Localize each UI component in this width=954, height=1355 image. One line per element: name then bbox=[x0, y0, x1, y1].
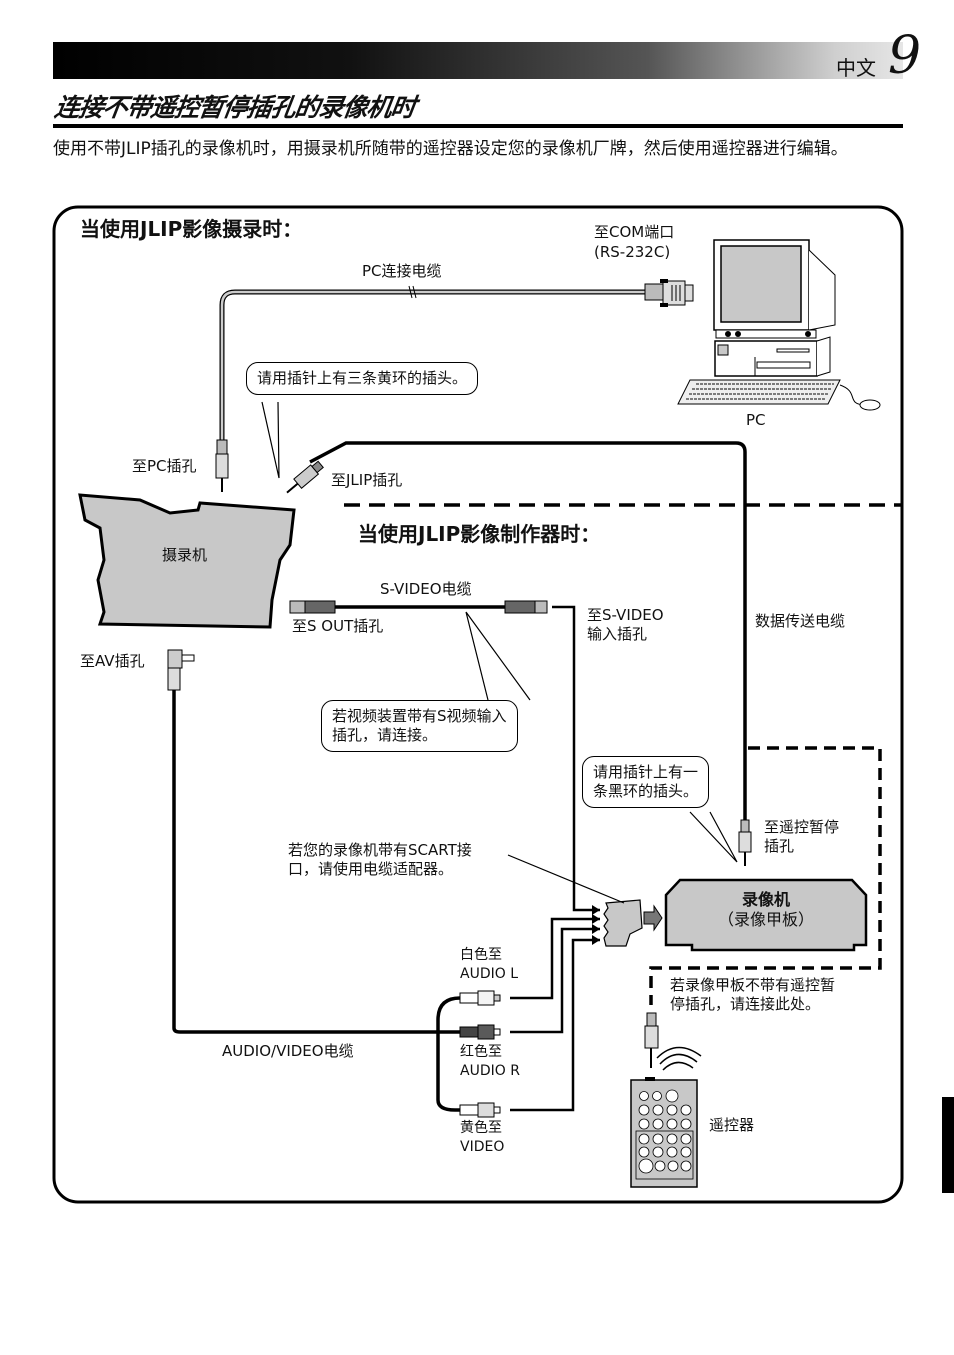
yellow-plug-label-1: 黄色至 bbox=[460, 1120, 502, 1136]
av-cable bbox=[172, 690, 460, 1034]
header-bar bbox=[53, 42, 903, 79]
remote-label: 遥控器 bbox=[709, 1116, 755, 1134]
language-label: 中文 bbox=[836, 56, 876, 80]
rca-plug-yellow-icon bbox=[459, 1102, 501, 1118]
pc-jack-label: 至PC插孔 bbox=[132, 457, 197, 475]
section-title-video-producer: 当使用JLIP影像制作器时： bbox=[358, 522, 601, 546]
data-cable-label: 数据传送电缆 bbox=[755, 612, 846, 630]
remote-pause-label-2: 插孔 bbox=[764, 837, 795, 855]
scart-note-1: 若您的录像机带有SCART接 bbox=[288, 841, 472, 859]
arrow-to-vcr-icon bbox=[643, 904, 663, 932]
jlip-plug-icon bbox=[286, 460, 324, 494]
remote-dashed-path bbox=[649, 746, 882, 1005]
com-port-label: 至COM端口 bbox=[594, 223, 675, 241]
callout-svideo: 若视频装置带有S视频输入 插孔，请连接。 bbox=[321, 700, 518, 752]
no-pause-note-1: 若录像甲板不带有遥控暂 bbox=[670, 976, 836, 994]
av-jack-label: 至AV插孔 bbox=[80, 652, 145, 670]
section-title-video-capture: 当使用JLIP影像摄录时： bbox=[80, 217, 303, 241]
white-plug-label-1: 白色至 bbox=[460, 947, 502, 963]
camcorder-label: 摄录机 bbox=[162, 546, 208, 564]
av-cable-label: AUDIO/VIDEO电缆 bbox=[222, 1042, 354, 1060]
red-plug-label-2: AUDIO R bbox=[460, 1063, 520, 1079]
intro-paragraph: 使用不带JLIP插孔的录像机时，用摄录机所随带的遥控器设定您的录像机厂牌，然后使… bbox=[53, 139, 848, 159]
yellow-plug-label-2: VIDEO bbox=[460, 1139, 505, 1155]
s-out-jack-label: 至S OUT插孔 bbox=[292, 617, 384, 635]
chapter-tab-marker bbox=[942, 1097, 954, 1193]
diagram-frame bbox=[52, 205, 904, 1204]
svideo-in-label-2: 输入插孔 bbox=[587, 625, 648, 643]
jlip-jack-label: 至JLIP插孔 bbox=[331, 471, 403, 489]
title-rule bbox=[53, 124, 903, 128]
remote-control-icon bbox=[630, 1077, 698, 1188]
vcr-title: 录像机 bbox=[741, 890, 790, 909]
white-plug-label-2: AUDIO L bbox=[460, 966, 519, 982]
remote-pause-label-1: 至遥控暂停 bbox=[764, 818, 840, 836]
callout-three-rings: 请用插针上有三条黄环的插头。 bbox=[246, 362, 479, 395]
scart-note-2: 口，请使用电缆适配器。 bbox=[288, 860, 454, 878]
pc-computer-icon bbox=[677, 239, 881, 411]
jlip-cable bbox=[309, 441, 747, 820]
callout-one-ring-line2: 条黑环的插头。 bbox=[593, 782, 699, 800]
db9-connector-icon bbox=[644, 279, 694, 307]
av-plug-icon bbox=[167, 649, 195, 691]
wireless-signal-icon bbox=[656, 1046, 702, 1071]
red-plug-label-1: 红色至 bbox=[460, 1044, 502, 1060]
pc-label: PC bbox=[746, 411, 766, 429]
vcr-shape bbox=[664, 878, 868, 952]
callout-svideo-line2: 插孔，请连接。 bbox=[332, 726, 438, 744]
svideo-in-label-1: 至S-VIDEO bbox=[587, 606, 664, 624]
remote-plug-icon bbox=[644, 1012, 659, 1068]
rca-plug-red-icon bbox=[459, 1024, 501, 1040]
callout-one-ring: 请用插针上有一 条黑环的插头。 bbox=[582, 756, 710, 808]
remote-pause-plug-icon bbox=[738, 819, 752, 866]
no-pause-note-2: 停插孔，请连接此处。 bbox=[670, 995, 821, 1013]
callout-one-ring-line1: 请用插针上有一 bbox=[593, 763, 699, 781]
pc-plug-icon bbox=[215, 439, 229, 492]
page-number: 9 bbox=[888, 26, 922, 86]
camcorder-shape bbox=[78, 493, 296, 629]
vcr-subtitle: （录像甲板） bbox=[717, 910, 814, 929]
pc-cable-label: PC连接电缆 bbox=[362, 262, 442, 280]
rs232c-label: (RS-232C) bbox=[594, 243, 671, 261]
svideo-cable bbox=[289, 600, 600, 912]
svideo-cable-label: S-VIDEO电缆 bbox=[380, 580, 472, 598]
rca-plug-white-icon bbox=[459, 990, 501, 1006]
callout-svideo-line1: 若视频装置带有S视频输入 bbox=[332, 707, 507, 725]
scart-adapter-icon bbox=[603, 899, 643, 947]
